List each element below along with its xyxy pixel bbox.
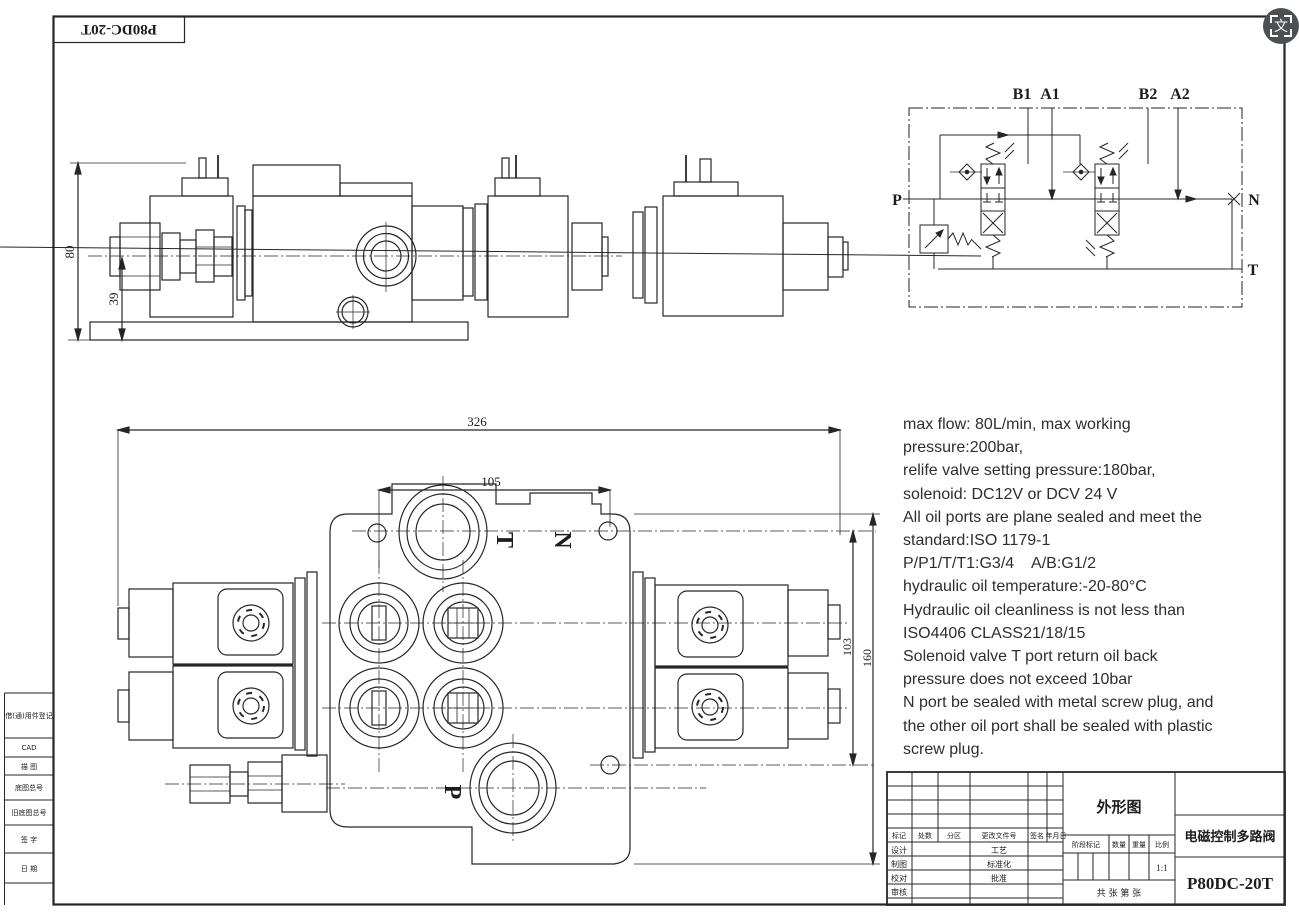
svg-text:T: T xyxy=(1248,262,1259,279)
svg-text:更改文件号: 更改文件号 xyxy=(982,831,1017,840)
translate-glyph: 文 xyxy=(1274,19,1288,35)
svg-text:旧底图总号: 旧底图总号 xyxy=(12,808,47,817)
drawing-title: 外形图 xyxy=(1095,798,1141,816)
svg-text:分区: 分区 xyxy=(947,831,961,840)
svg-text:签 字: 签 字 xyxy=(21,835,37,844)
svg-text:制图: 制图 xyxy=(891,859,907,869)
spec-line: Hydraulic oil cleanliness is not less th… xyxy=(903,601,1185,619)
svg-text:N: N xyxy=(1248,192,1260,209)
sheet-note: 共 张 第 张 xyxy=(1097,887,1142,899)
spec-line: pressure:200bar, xyxy=(903,439,1024,457)
svg-text:数量: 数量 xyxy=(1112,840,1126,849)
svg-text:B2: B2 xyxy=(1139,86,1158,103)
bracket-corner xyxy=(1270,15,1278,23)
svg-text:批准: 批准 xyxy=(991,873,1007,883)
svg-text:底图总号: 底图总号 xyxy=(15,783,43,792)
bracket-corner xyxy=(1270,29,1278,37)
svg-text:N: N xyxy=(549,531,575,549)
sheet-frame xyxy=(52,15,1286,906)
translate-icon[interactable]: 文 xyxy=(1263,8,1299,44)
right-solenoid-assembly xyxy=(632,571,841,759)
svg-text:描 图: 描 图 xyxy=(21,762,37,771)
front-dim-103: 103 xyxy=(840,638,854,656)
border-strip-labels: 借(通)用件登记 CAD 描 图 底图总号 旧底图总号 签 字 日 期 xyxy=(5,711,52,873)
spec-line: ISO4406 CLASS21/18/15 xyxy=(903,624,1086,642)
spec-line: screw plug. xyxy=(903,740,984,758)
scale-value: 1:1 xyxy=(1156,863,1168,873)
front-dim-105: 105 xyxy=(481,474,501,489)
svg-text:处数: 处数 xyxy=(918,831,932,840)
directional-valve-symbol-2 xyxy=(1085,142,1129,269)
side-dim-80: 80 xyxy=(62,246,77,259)
spec-line: All oil ports are plane sealed and meet … xyxy=(903,508,1202,526)
svg-text:日 期: 日 期 xyxy=(21,865,37,873)
spec-line: max flow: 80L/min, max working xyxy=(903,416,1131,433)
spec-line: N port be sealed with metal screw plug, … xyxy=(903,694,1214,712)
title-block-text: 标记 处数 分区 更改文件号 签名 年月日 设计 制图 校对 审核 工艺 标准化… xyxy=(891,798,1276,899)
front-dim-326: 326 xyxy=(467,414,487,429)
side-view xyxy=(68,155,849,343)
svg-text:年月日: 年月日 xyxy=(1046,831,1067,840)
left-solenoid-assembly xyxy=(117,571,318,757)
svg-text:标记: 标记 xyxy=(892,831,906,840)
spec-text-block: max flow: 80L/min, max working pressure:… xyxy=(903,413,1214,761)
centerlines xyxy=(165,476,876,844)
spec-line: pressure does not exceed 10bar xyxy=(903,671,1133,689)
front-port-labels: T N P xyxy=(439,531,575,799)
svg-text:设计: 设计 xyxy=(891,845,907,855)
bracket-corner xyxy=(1284,29,1292,37)
svg-text:阶段标记: 阶段标记 xyxy=(1072,840,1100,849)
pilot-solenoid-side xyxy=(632,155,849,317)
svg-text:B1: B1 xyxy=(1013,86,1032,103)
spec-line: the other oil port shall be sealed with … xyxy=(903,717,1213,735)
svg-text:工艺: 工艺 xyxy=(991,846,1007,855)
svg-text:签名: 签名 xyxy=(1030,831,1044,840)
spec-line: solenoid: DC12V or DCV 24 V xyxy=(903,485,1118,503)
svg-text:P: P xyxy=(439,785,465,800)
product-name: 电磁控制多路阀 xyxy=(1184,829,1275,845)
svg-text:标准化: 标准化 xyxy=(987,859,1011,869)
spec-line: P/P1/T/T1:G3/4 A/B:G1/2 xyxy=(903,555,1096,573)
work-ports xyxy=(338,582,504,749)
title-block xyxy=(886,771,1286,906)
svg-text:P: P xyxy=(892,192,902,209)
svg-text:借(通)用件登记: 借(通)用件登记 xyxy=(5,711,52,720)
bracket-corner xyxy=(1284,15,1292,23)
spec-line: Solenoid valve T port return oil back xyxy=(903,648,1158,666)
hex-fitting xyxy=(189,754,328,813)
svg-text:CAD: CAD xyxy=(21,744,36,752)
svg-text:比例: 比例 xyxy=(1155,840,1169,849)
svg-text:T: T xyxy=(491,532,517,548)
front-dim-160: 160 xyxy=(860,649,874,667)
directional-valve-symbol-1 xyxy=(0,142,1015,269)
front-view xyxy=(115,426,880,867)
svg-text:A2: A2 xyxy=(1170,86,1190,103)
model-number: P80DC-20T xyxy=(1187,874,1274,893)
spec-line: relife valve setting pressure:180bar, xyxy=(903,462,1156,480)
spec-line: standard:ISO 1179-1 xyxy=(903,532,1051,550)
spec-line: hydraulic oil temperature:-20-80°C xyxy=(903,578,1147,596)
border-strip xyxy=(4,692,54,905)
svg-text:A1: A1 xyxy=(1040,86,1060,103)
schematic-port-labels: B1 A1 B2 A2 P N T xyxy=(892,86,1260,279)
side-dim-39: 39 xyxy=(106,293,121,306)
svg-text:重量: 重量 xyxy=(1132,841,1146,849)
corner-model-label: P80DC-20T xyxy=(81,21,157,37)
svg-text:校对: 校对 xyxy=(891,873,907,883)
svg-text:审核: 审核 xyxy=(891,887,907,897)
hydraulic-schematic xyxy=(0,107,1243,308)
